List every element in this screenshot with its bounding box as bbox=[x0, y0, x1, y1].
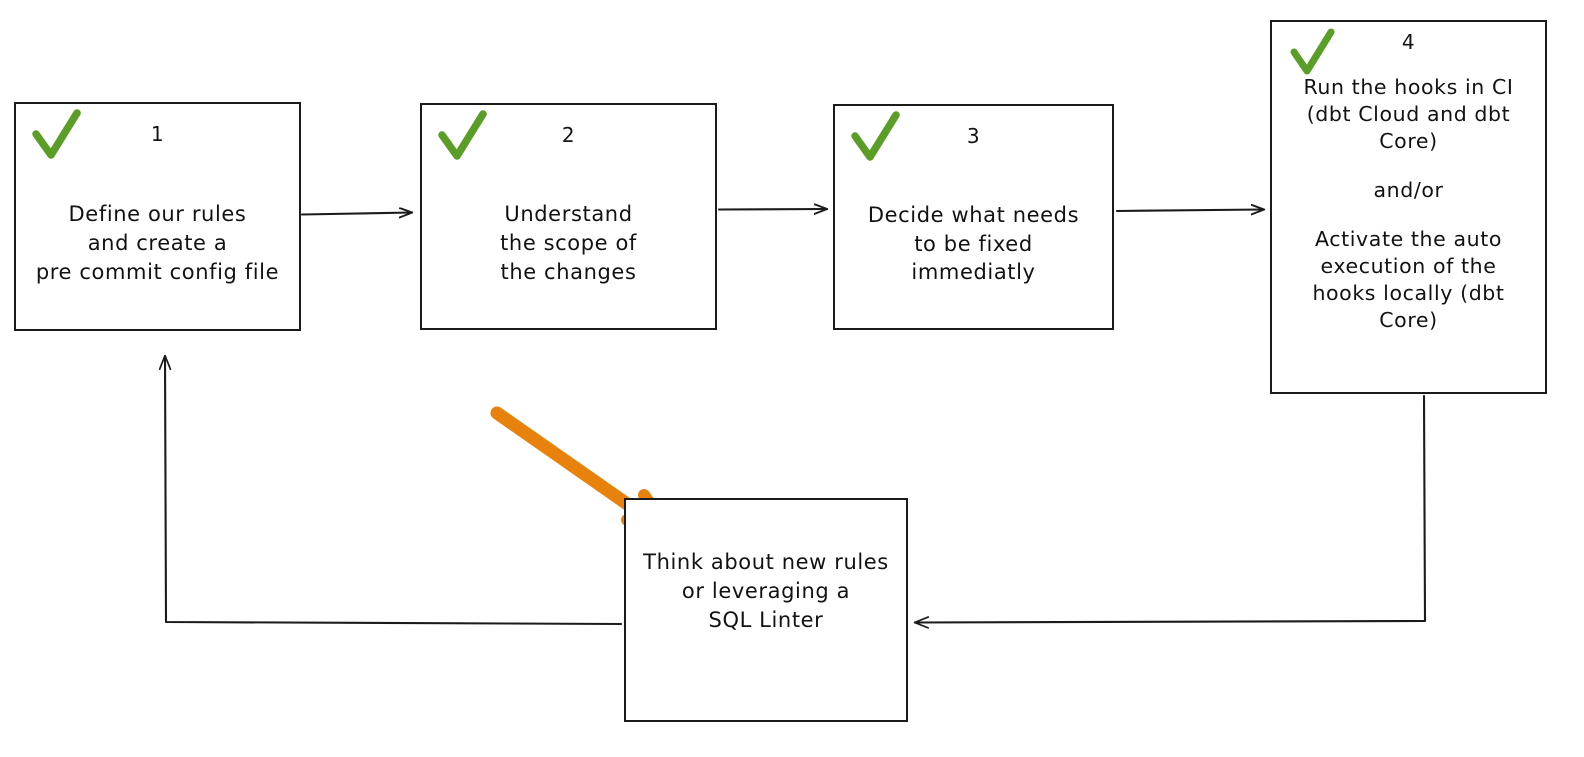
step-2-header: 2 bbox=[422, 105, 715, 165]
arrow-node1-to-node2 bbox=[300, 213, 412, 215]
step-4-text-ci: Run the hooks in CI (dbt Cloud and dbt C… bbox=[1303, 75, 1514, 154]
check-icon bbox=[1290, 28, 1335, 75]
step-box-3[interactable]: 3 Decide what needs to be fixed immediat… bbox=[833, 104, 1114, 330]
step-3-header: 3 bbox=[835, 106, 1112, 166]
check-icon bbox=[438, 110, 487, 160]
step-box-4[interactable]: 4 Run the hooks in CI (dbt Cloud and dbt… bbox=[1270, 20, 1547, 394]
step-4-text-local: Activate the auto execution of the hooks… bbox=[1312, 227, 1505, 333]
check-icon bbox=[32, 109, 81, 159]
step-1-header: 1 bbox=[16, 104, 299, 164]
arrow-node4-to-node5 bbox=[915, 394, 1427, 623]
backlog-body: Think about new rules or leveraging a SQ… bbox=[626, 500, 906, 720]
step-1-text: Define our rules and create a pre commit… bbox=[35, 202, 280, 284]
step-2-number: 2 bbox=[561, 123, 576, 147]
step-1-number: 1 bbox=[150, 122, 165, 146]
step-1-body: Define our rules and create a pre commit… bbox=[16, 164, 299, 329]
backlog-text: Think about new rules or leveraging a SQ… bbox=[643, 550, 889, 632]
step-box-2[interactable]: 2 Understand the scope of the changes bbox=[420, 103, 717, 330]
arrow-node3-to-node4 bbox=[1115, 210, 1264, 212]
step-3-body: Decide what needs to be fixed immediatly bbox=[835, 166, 1112, 328]
step-4-header: 4 bbox=[1272, 22, 1545, 75]
arrow-node2-to-node3 bbox=[717, 209, 827, 210]
step-4-text-andor: and/or bbox=[1373, 178, 1444, 203]
step-box-1[interactable]: 1 Define our rules and create a pre comm… bbox=[14, 102, 301, 331]
arrow-node5-to-node1 bbox=[165, 356, 623, 626]
step-3-text: Decide what needs to be fixed immediatly bbox=[867, 202, 1080, 285]
step-box-backlog[interactable]: Think about new rules or leveraging a SQ… bbox=[624, 498, 908, 722]
check-icon bbox=[851, 111, 900, 161]
step-2-body: Understand the scope of the changes bbox=[422, 165, 715, 328]
step-2-text: Understand the scope of the changes bbox=[500, 202, 637, 284]
step-4-body: Run the hooks in CI (dbt Cloud and dbt C… bbox=[1272, 74, 1545, 392]
step-3-number: 3 bbox=[966, 124, 981, 148]
step-4-number: 4 bbox=[1401, 30, 1416, 54]
